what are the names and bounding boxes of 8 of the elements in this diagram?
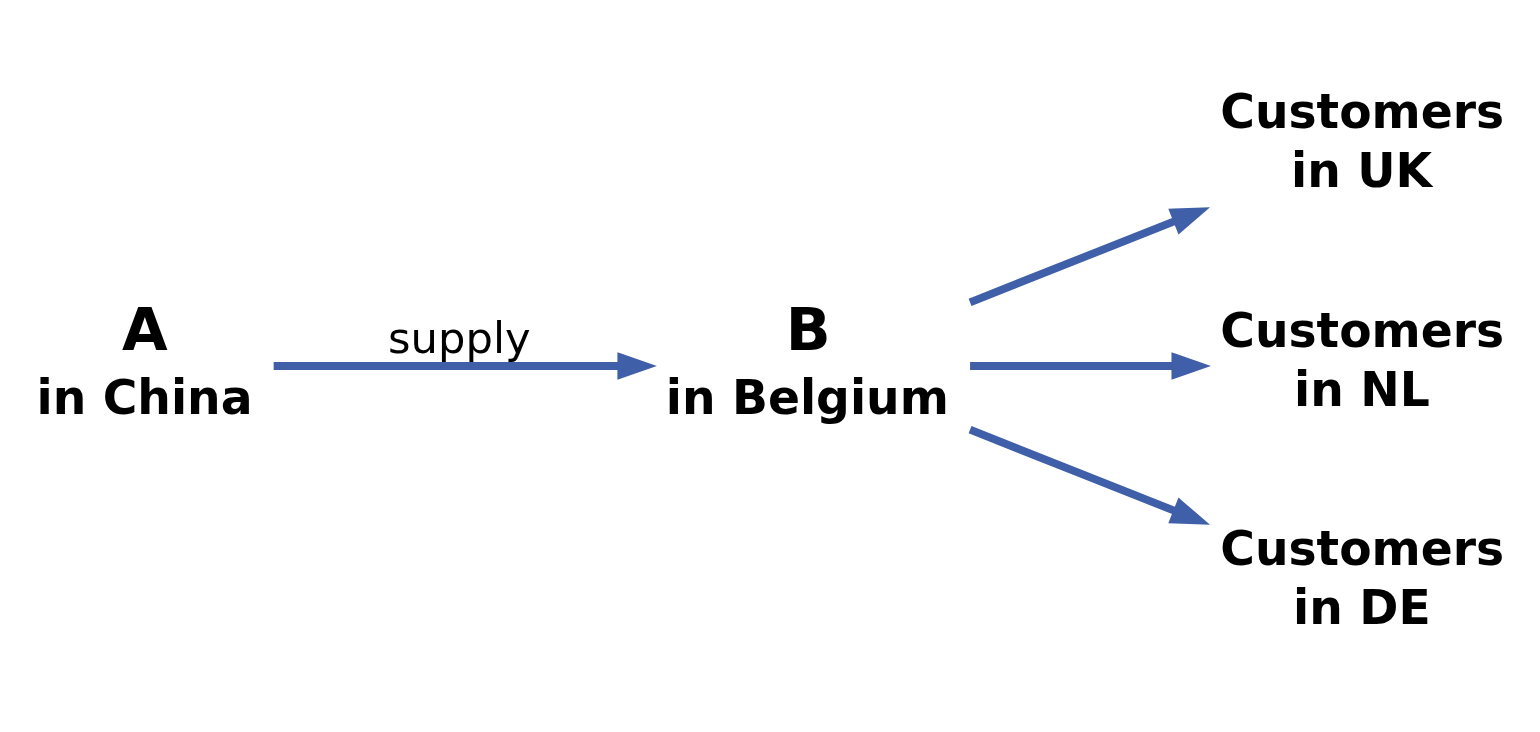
arrow xyxy=(968,207,1211,306)
node-text: A in China xyxy=(36,295,253,425)
node-text: B in Belgium xyxy=(665,295,949,425)
node-text: Customers in UK xyxy=(1220,84,1505,199)
node-text: Customers in DE xyxy=(1220,521,1505,635)
arrow xyxy=(968,426,1211,525)
node-text: Customers in NL xyxy=(1220,302,1505,417)
edge-label: supply xyxy=(388,313,531,364)
